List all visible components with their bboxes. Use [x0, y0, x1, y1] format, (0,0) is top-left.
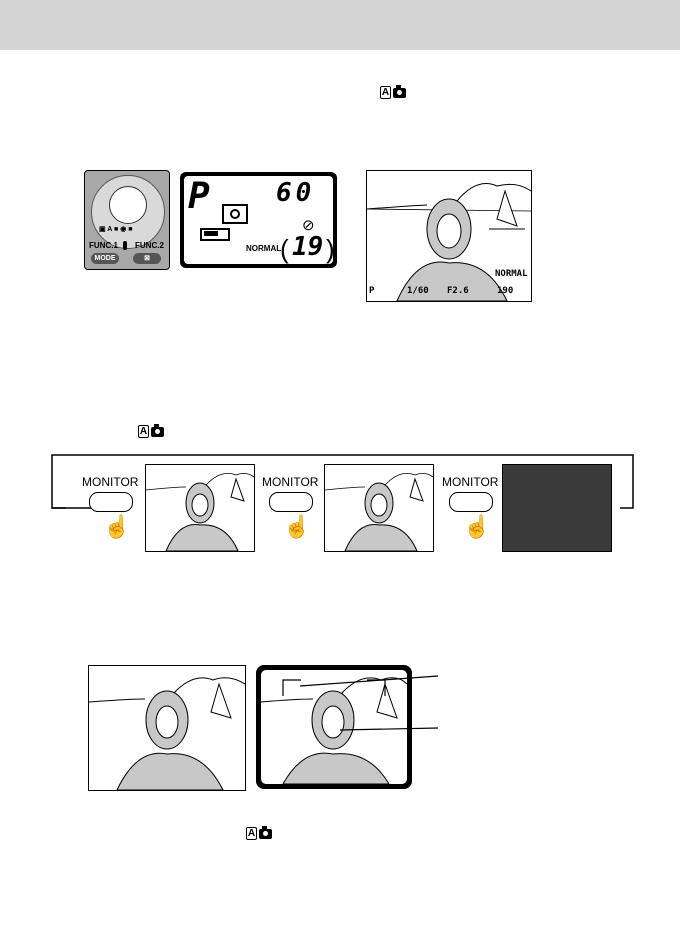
monitor-image-bottom-left: [88, 665, 246, 791]
auto-mode-icon-2: A: [138, 423, 164, 438]
monitor-label-2: MONITOR: [262, 475, 319, 489]
callout-lines: [300, 675, 439, 731]
flash-off-icon: ⊘: [302, 217, 315, 234]
func1-label: FUNC.1: [89, 241, 118, 250]
mode-dial: [91, 175, 165, 249]
battery-icon: [200, 228, 230, 241]
monitor-label-3: MONITOR: [442, 475, 499, 489]
exposure-button[interactable]: ⊠: [133, 253, 161, 264]
control-panel-lcd: P 60 ⊘ NORMAL ( 19 ): [180, 172, 337, 268]
monitor-image-cycle-2: [324, 464, 434, 552]
lcd-quality: NORMAL: [246, 244, 282, 253]
monitor-image-top: NORMAL P 1/60 F2.6 190: [366, 170, 532, 302]
finger-icon-2: ☝: [283, 514, 311, 539]
header-bar: [0, 0, 680, 50]
switch-icon: [123, 241, 127, 250]
osd-aperture: F2.6: [447, 286, 469, 296]
osd-mode: P: [369, 286, 375, 296]
lcd-shutter: 60: [276, 178, 316, 208]
viewfinder-image: [256, 665, 412, 789]
osd-quality: NORMAL: [495, 269, 528, 279]
monitor-off-screen: [502, 464, 612, 552]
lcd-mode: P: [188, 176, 210, 217]
osd-frames: 190: [497, 286, 514, 296]
finger-icon-3: ☝: [463, 514, 491, 539]
monitor-image-cycle-1: [145, 464, 255, 552]
monitor-button-1[interactable]: [89, 492, 133, 512]
metering-icon: [222, 204, 248, 224]
func2-label: FUNC.2: [135, 241, 164, 250]
monitor-button-2[interactable]: [269, 492, 313, 512]
monitor-label-1: MONITOR: [82, 475, 139, 489]
auto-mode-icon-3: A: [246, 825, 272, 840]
mode-button[interactable]: MODE: [91, 253, 119, 264]
mode-dial-illustration: ▣ A ■ ◉ ■ FUNC.1 FUNC.2 MODE ⊠: [84, 170, 170, 270]
monitor-button-3[interactable]: [449, 492, 493, 512]
lcd-frames: 19: [292, 232, 324, 262]
auto-mode-icon: A: [380, 84, 406, 99]
finger-icon-1: ☝: [103, 514, 131, 539]
osd-shutter: 1/60: [407, 286, 429, 296]
